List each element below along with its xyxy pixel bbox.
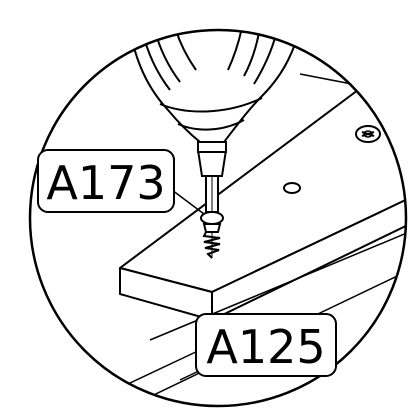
label-leader-line (171, 189, 205, 215)
label-a173-text: A173 (46, 156, 165, 210)
screw-icon (200, 211, 224, 259)
drill-bit (196, 149, 228, 213)
label-a125: A125 (195, 313, 337, 377)
cross-screw-head-icon (355, 125, 381, 143)
power-drill-icon (126, 30, 308, 153)
label-a173: A173 (37, 149, 175, 213)
label-a125-text: A125 (206, 320, 325, 374)
magnifier-ring (28, 28, 408, 408)
pilot-hole (283, 182, 301, 194)
